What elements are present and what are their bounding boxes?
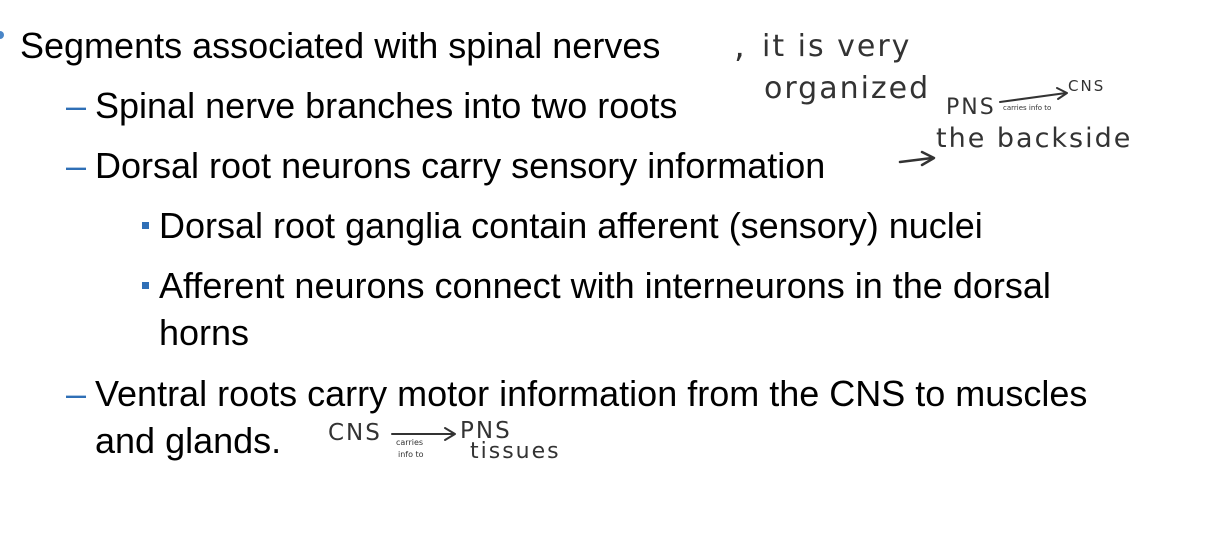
bullet-level2-text: Dorsal root neurons carry sensory inform… bbox=[95, 145, 826, 186]
handwritten-note-pns-cns: carries info to bbox=[1003, 104, 1052, 112]
square-bullet bbox=[142, 222, 149, 229]
handwritten-comma: , bbox=[734, 26, 747, 66]
bullet-level3-text: Afferent neurons connect with interneuro… bbox=[159, 265, 1051, 306]
bullet-level2-text-cont: and glands. bbox=[95, 420, 282, 461]
dash-marker: – bbox=[66, 373, 87, 414]
handwritten-note-cns-pns: info to bbox=[398, 450, 424, 459]
handwritten-note-cns-pns: carries bbox=[396, 438, 424, 447]
bullet-level3-text: Dorsal root ganglia contain afferent (se… bbox=[159, 205, 983, 246]
handwritten-note-organized: organized bbox=[764, 71, 931, 106]
bullet-level1-text: Segments associated with spinal nerves bbox=[20, 25, 661, 66]
arrow-icon bbox=[1056, 87, 1068, 100]
bullet-level3-text-cont: horns bbox=[159, 312, 250, 353]
handwritten-note-cns-pns: PNS bbox=[460, 418, 512, 444]
arrow-icon bbox=[444, 427, 456, 441]
handwritten-note-backside: the backside bbox=[936, 123, 1133, 154]
dash-marker: – bbox=[66, 145, 87, 186]
handwritten-note-tissues: tissues bbox=[470, 439, 561, 464]
handwritten-note-pns-cns: CNS bbox=[1068, 77, 1106, 95]
bullet-level2-text: Spinal nerve branches into two roots bbox=[95, 85, 678, 126]
handwritten-note-pns-cns: PNS bbox=[946, 95, 996, 120]
arrow-icon bbox=[920, 150, 936, 167]
dash-marker: – bbox=[66, 85, 87, 126]
handwritten-note-organized: it is very bbox=[762, 29, 912, 64]
bullet-dot bbox=[0, 31, 4, 39]
handwritten-note-cns-pns: CNS bbox=[328, 420, 382, 446]
arrow-icon bbox=[999, 92, 1067, 103]
bullet-level2-text: Ventral roots carry motor information fr… bbox=[95, 373, 1088, 414]
arrow-icon bbox=[898, 156, 934, 164]
square-bullet bbox=[142, 282, 149, 289]
